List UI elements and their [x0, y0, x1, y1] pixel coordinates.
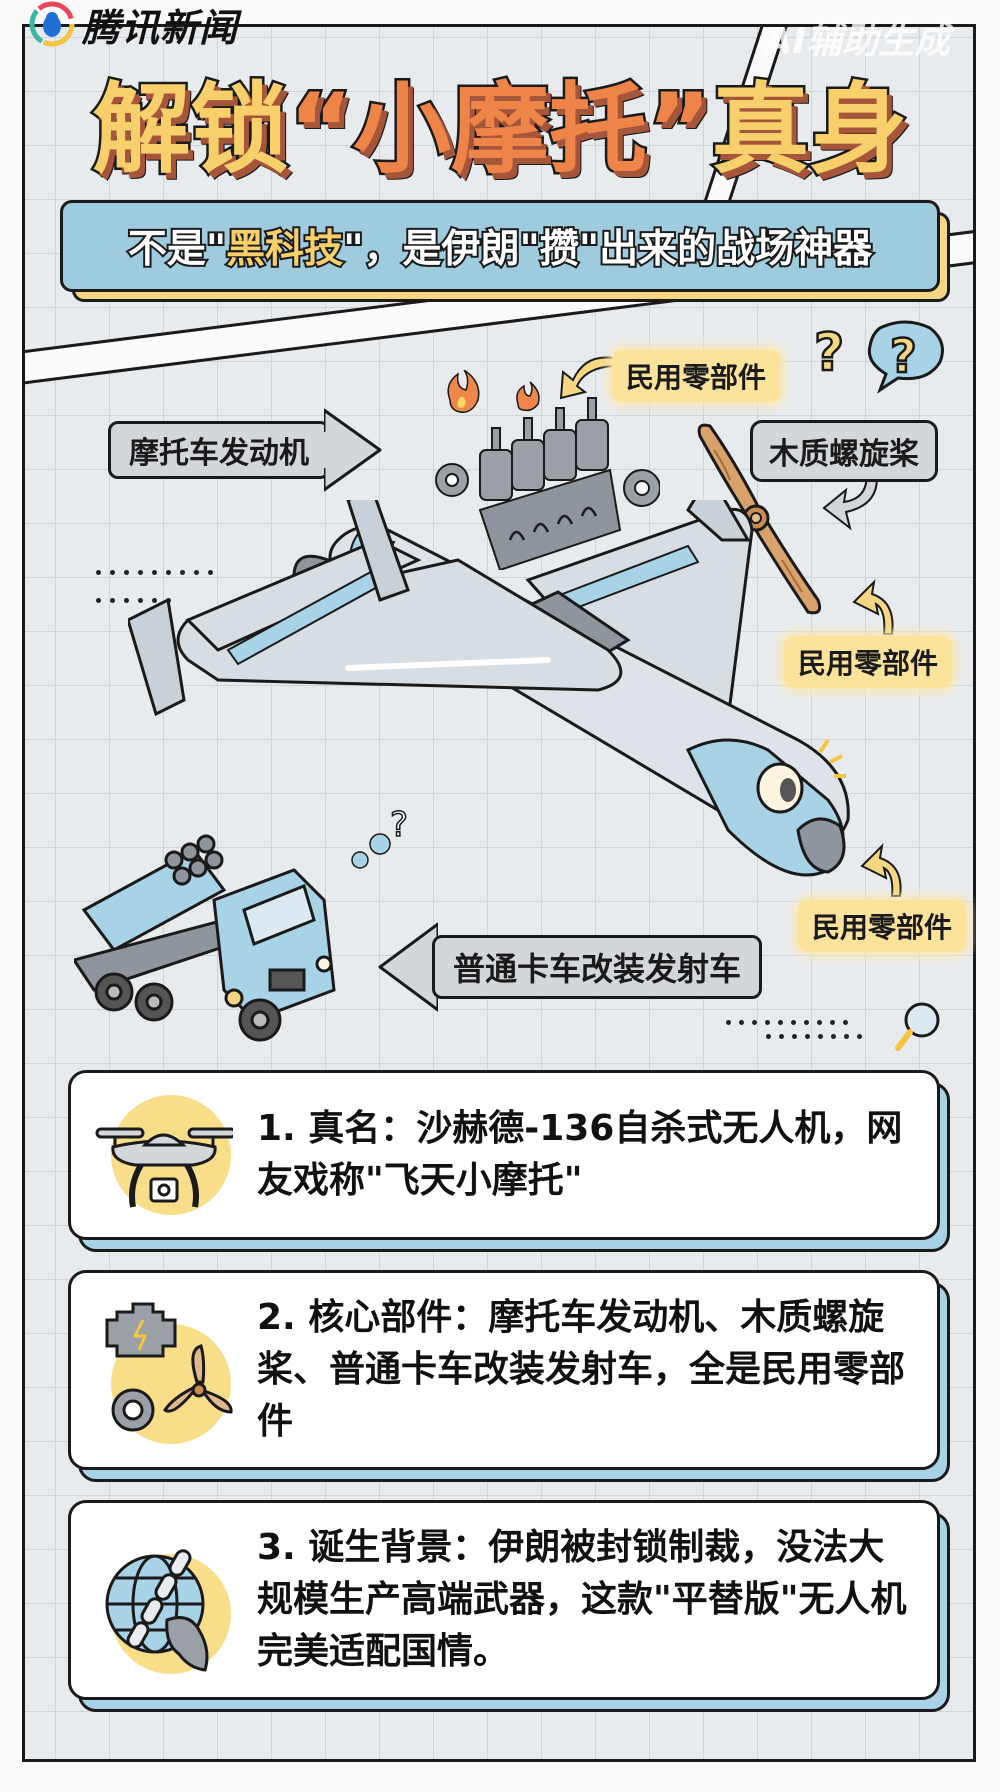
title-part-1: 解锁	[90, 71, 291, 190]
subtitle-suffix: "，是伊朗"攒"出来的战场神器	[341, 225, 874, 274]
curved-arrow-yellow-icon-2	[860, 843, 902, 897]
info-card-3: 3. 诞生背景：伊朗被封锁制裁，没法大规模生产高端武器，这款"平替版"无人机完美…	[68, 1500, 950, 1712]
svg-text:?: ?	[390, 805, 408, 845]
subtitle-banner: 不是"黑科技"，是伊朗"攒"出来的战场神器	[60, 200, 950, 302]
card-body: 2. 核心部件：摩托车发动机、木质螺旋桨、普通卡车改装发射车，全是民用零部件	[68, 1270, 940, 1470]
drone-icon	[93, 1085, 233, 1225]
civil-parts-label-propeller: 民用零部件	[784, 636, 953, 688]
launcher-label: 普通卡车改装发射车	[432, 935, 763, 999]
engine-label-arrow: 摩托车发动机	[108, 408, 384, 492]
question-marks-icon: ? ?	[813, 320, 944, 394]
curved-arrow-yellow-icon	[852, 579, 894, 635]
subtitle: 不是"黑科技"，是伊朗"攒"出来的战场神器	[60, 200, 940, 292]
curved-arrow-icon	[559, 356, 614, 400]
info-card-2: 2. 核心部件：摩托车发动机、木质螺旋桨、普通卡车改装发射车，全是民用零部件	[68, 1270, 950, 1482]
subtitle-prefix: 不是"	[126, 225, 228, 274]
arrow-left-icon	[378, 922, 438, 1012]
title-quote-open: “	[286, 71, 355, 190]
truck-launcher-illustration	[74, 834, 336, 1042]
thought-bubbles-icon: ?	[351, 804, 409, 869]
arrow-right-icon	[324, 408, 382, 492]
info-card-1: 1. 真名：沙赫德-136自杀式无人机，网友戏称"飞天小摩托"	[68, 1070, 950, 1252]
card-body: 3. 诞生背景：伊朗被封锁制裁，没法大规模生产高端武器，这款"平替版"无人机完美…	[68, 1500, 940, 1700]
motorcycle-engine-illustration	[435, 370, 660, 570]
page-title: 解锁“小摩托”真身	[40, 50, 960, 192]
propeller-label: 木质螺旋桨	[750, 420, 938, 482]
launcher-label-arrow: 普通卡车改装发射车	[378, 922, 763, 1012]
card-text-2: 2. 核心部件：摩托车发动机、木质螺旋桨、普通卡车改装发射车，全是民用零部件	[257, 1296, 906, 1443]
brand-name: 腾讯新闻	[82, 5, 239, 50]
card-text-3: 3. 诞生背景：伊朗被封锁制裁，没法大规模生产高端武器，这款"平替版"无人机完美…	[257, 1526, 907, 1673]
title-part-3: 真身	[709, 71, 910, 190]
shahed-drone-illustration	[128, 500, 850, 877]
title-quote-close: ”	[644, 71, 713, 190]
svg-text:?: ?	[890, 329, 917, 383]
card-text-1: 1. 真名：沙赫德-136自杀式无人机，网友戏称"飞天小摩托"	[257, 1107, 903, 1201]
watermark: AI辅助生成	[764, 21, 950, 62]
decorative-dots-4	[766, 1034, 862, 1039]
engine-label: 摩托车发动机	[108, 421, 330, 479]
card-body: 1. 真名：沙赫德-136自杀式无人机，网友戏称"飞天小摩托"	[68, 1070, 940, 1240]
engine-gear-propeller-icon	[93, 1300, 233, 1444]
svg-text:?: ?	[814, 323, 844, 383]
civil-parts-label-engine: 民用零部件	[612, 350, 781, 402]
title-part-2: 小摩托	[350, 71, 649, 190]
decorative-dots	[96, 570, 213, 575]
magnifier-icon	[895, 1002, 940, 1051]
curved-arrow-gray-icon	[822, 469, 878, 531]
civil-parts-label-nose: 民用零部件	[798, 900, 967, 952]
decorative-dots-3	[726, 1020, 848, 1025]
brand-header: 腾讯新闻	[28, 0, 238, 50]
tencent-news-logo-icon	[29, 1, 75, 47]
subtitle-highlight: 黑科技	[224, 225, 345, 274]
globe-chain-map-icon	[93, 1530, 233, 1674]
